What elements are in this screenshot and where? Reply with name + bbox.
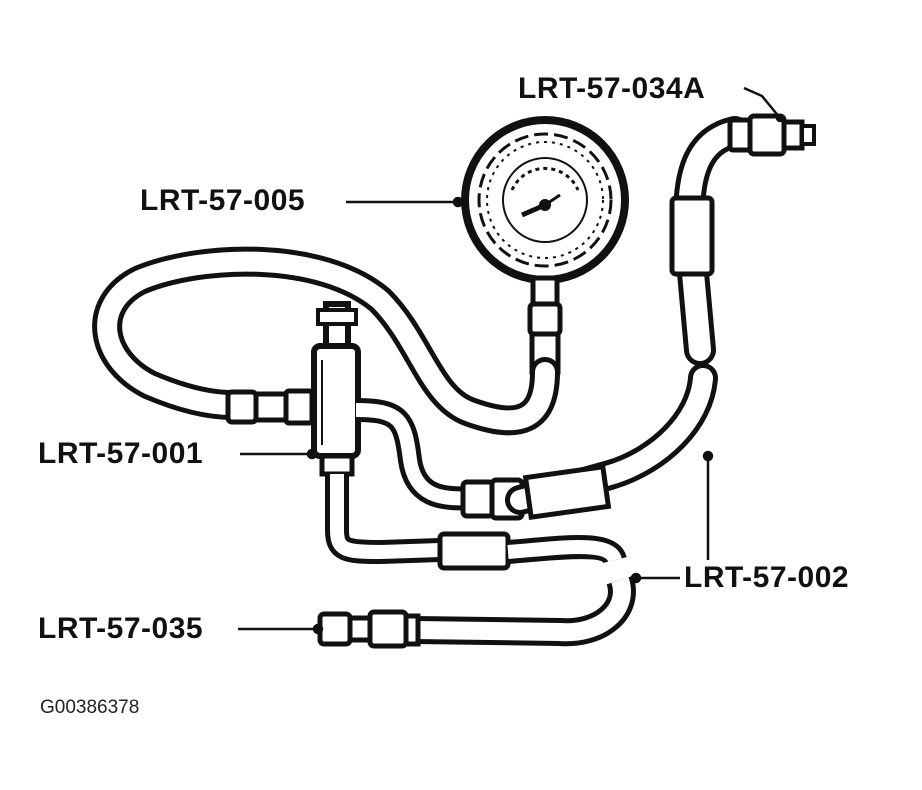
tee-right-branch [355, 398, 471, 511]
adapter-top-right [669, 113, 816, 366]
label-gauge: LRT-57-005 [140, 184, 306, 217]
adapter-bottom [317, 609, 421, 649]
leader-adapter-top [743, 86, 781, 119]
hose-coupling-left [225, 388, 315, 426]
gauge-hose [92, 246, 560, 436]
label-tee-adapter: LRT-57-001 [38, 437, 204, 470]
label-adapter-top: LRT-57-034A [518, 72, 706, 105]
pressure-gauge [461, 116, 629, 375]
label-bottom-adapter: LRT-57-035 [38, 612, 204, 645]
hose-lower [414, 531, 636, 647]
tee-lower-branch [325, 474, 441, 565]
figure-id: G00386378 [40, 697, 140, 718]
label-hose: LRT-57-002 [684, 561, 850, 594]
tee-adapter [311, 301, 361, 477]
leader-lines [238, 86, 785, 635]
hose-upper [460, 363, 718, 521]
